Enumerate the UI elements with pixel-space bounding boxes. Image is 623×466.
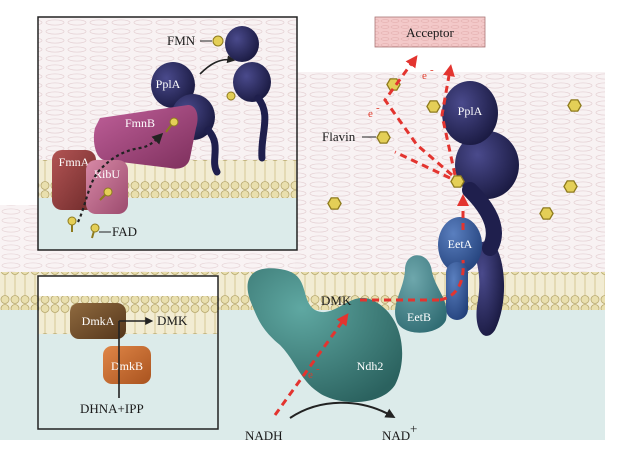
fmnA-protein xyxy=(52,150,96,210)
flavin-hexagon-icon xyxy=(563,180,578,193)
electron-minus-2: - xyxy=(376,102,380,114)
fmnA-label: FmnA xyxy=(59,155,90,169)
ndh2-label: Ndh2 xyxy=(357,359,384,373)
flavin-hexagon-icon xyxy=(376,131,391,144)
electron-label-3: e xyxy=(422,70,427,82)
flavin-hexagon-icon xyxy=(426,100,441,113)
fmn-label: FMN xyxy=(167,33,196,48)
flavin-hexagon-icon xyxy=(327,197,342,210)
dmk-label: DMK xyxy=(321,293,352,308)
dhna-ipp-label: DHNA+IPP xyxy=(80,401,144,416)
pplA-attach-arrow xyxy=(199,55,236,75)
electron-label-2: e xyxy=(368,108,373,120)
ribU-protein xyxy=(86,160,128,214)
inset-flavin-export: PplA FMN FmnB FmnA RibU FAD xyxy=(37,16,298,251)
eetB-protein xyxy=(395,255,447,333)
fmn-icon xyxy=(212,35,224,47)
dmkB-protein xyxy=(103,346,151,384)
inset-dmk-synthesis: DmkA DmkB DMK DHNA+IPP xyxy=(37,275,219,430)
dmkA-label: DmkA xyxy=(82,314,115,328)
nad-superscript: + xyxy=(410,421,417,436)
pplA-protein xyxy=(442,81,519,336)
fad-label: FAD xyxy=(112,224,137,239)
ndh2-protein xyxy=(247,268,403,403)
flavin-hexagon-icon xyxy=(567,99,582,112)
acceptor-box xyxy=(374,16,486,48)
electron-minus-1: - xyxy=(316,363,320,375)
nad-label: NAD xyxy=(382,428,410,443)
fmnB-label: FmnB xyxy=(125,116,155,130)
eetB-label: EetB xyxy=(407,310,431,324)
nadh-reaction-arrow xyxy=(289,401,396,419)
eetA-protein xyxy=(438,217,482,320)
electron-path xyxy=(273,55,469,416)
dmk-inset-label: DMK xyxy=(157,313,188,328)
nadh-label: NADH xyxy=(245,428,283,443)
fmn-icon xyxy=(226,91,236,101)
flavin-hexagon-icon xyxy=(450,175,465,188)
flavin-lollipop-icon xyxy=(67,117,179,239)
electron-minus-3: - xyxy=(430,64,434,76)
eetA-label: EetA xyxy=(448,237,473,251)
dmkA-protein xyxy=(70,303,126,339)
dmkB-label: DmkB xyxy=(111,359,143,373)
pplA-main-label: PplA xyxy=(458,104,483,118)
electron-label-1: e xyxy=(308,369,313,381)
pplA-inset-label: PplA xyxy=(156,77,181,91)
flavin-export-path xyxy=(77,132,164,223)
ribU-label: RibU xyxy=(94,167,120,181)
flavin-label: Flavin xyxy=(322,129,356,144)
acceptor-label: Acceptor xyxy=(406,25,454,40)
flavin-hexagon-icon xyxy=(539,207,554,220)
